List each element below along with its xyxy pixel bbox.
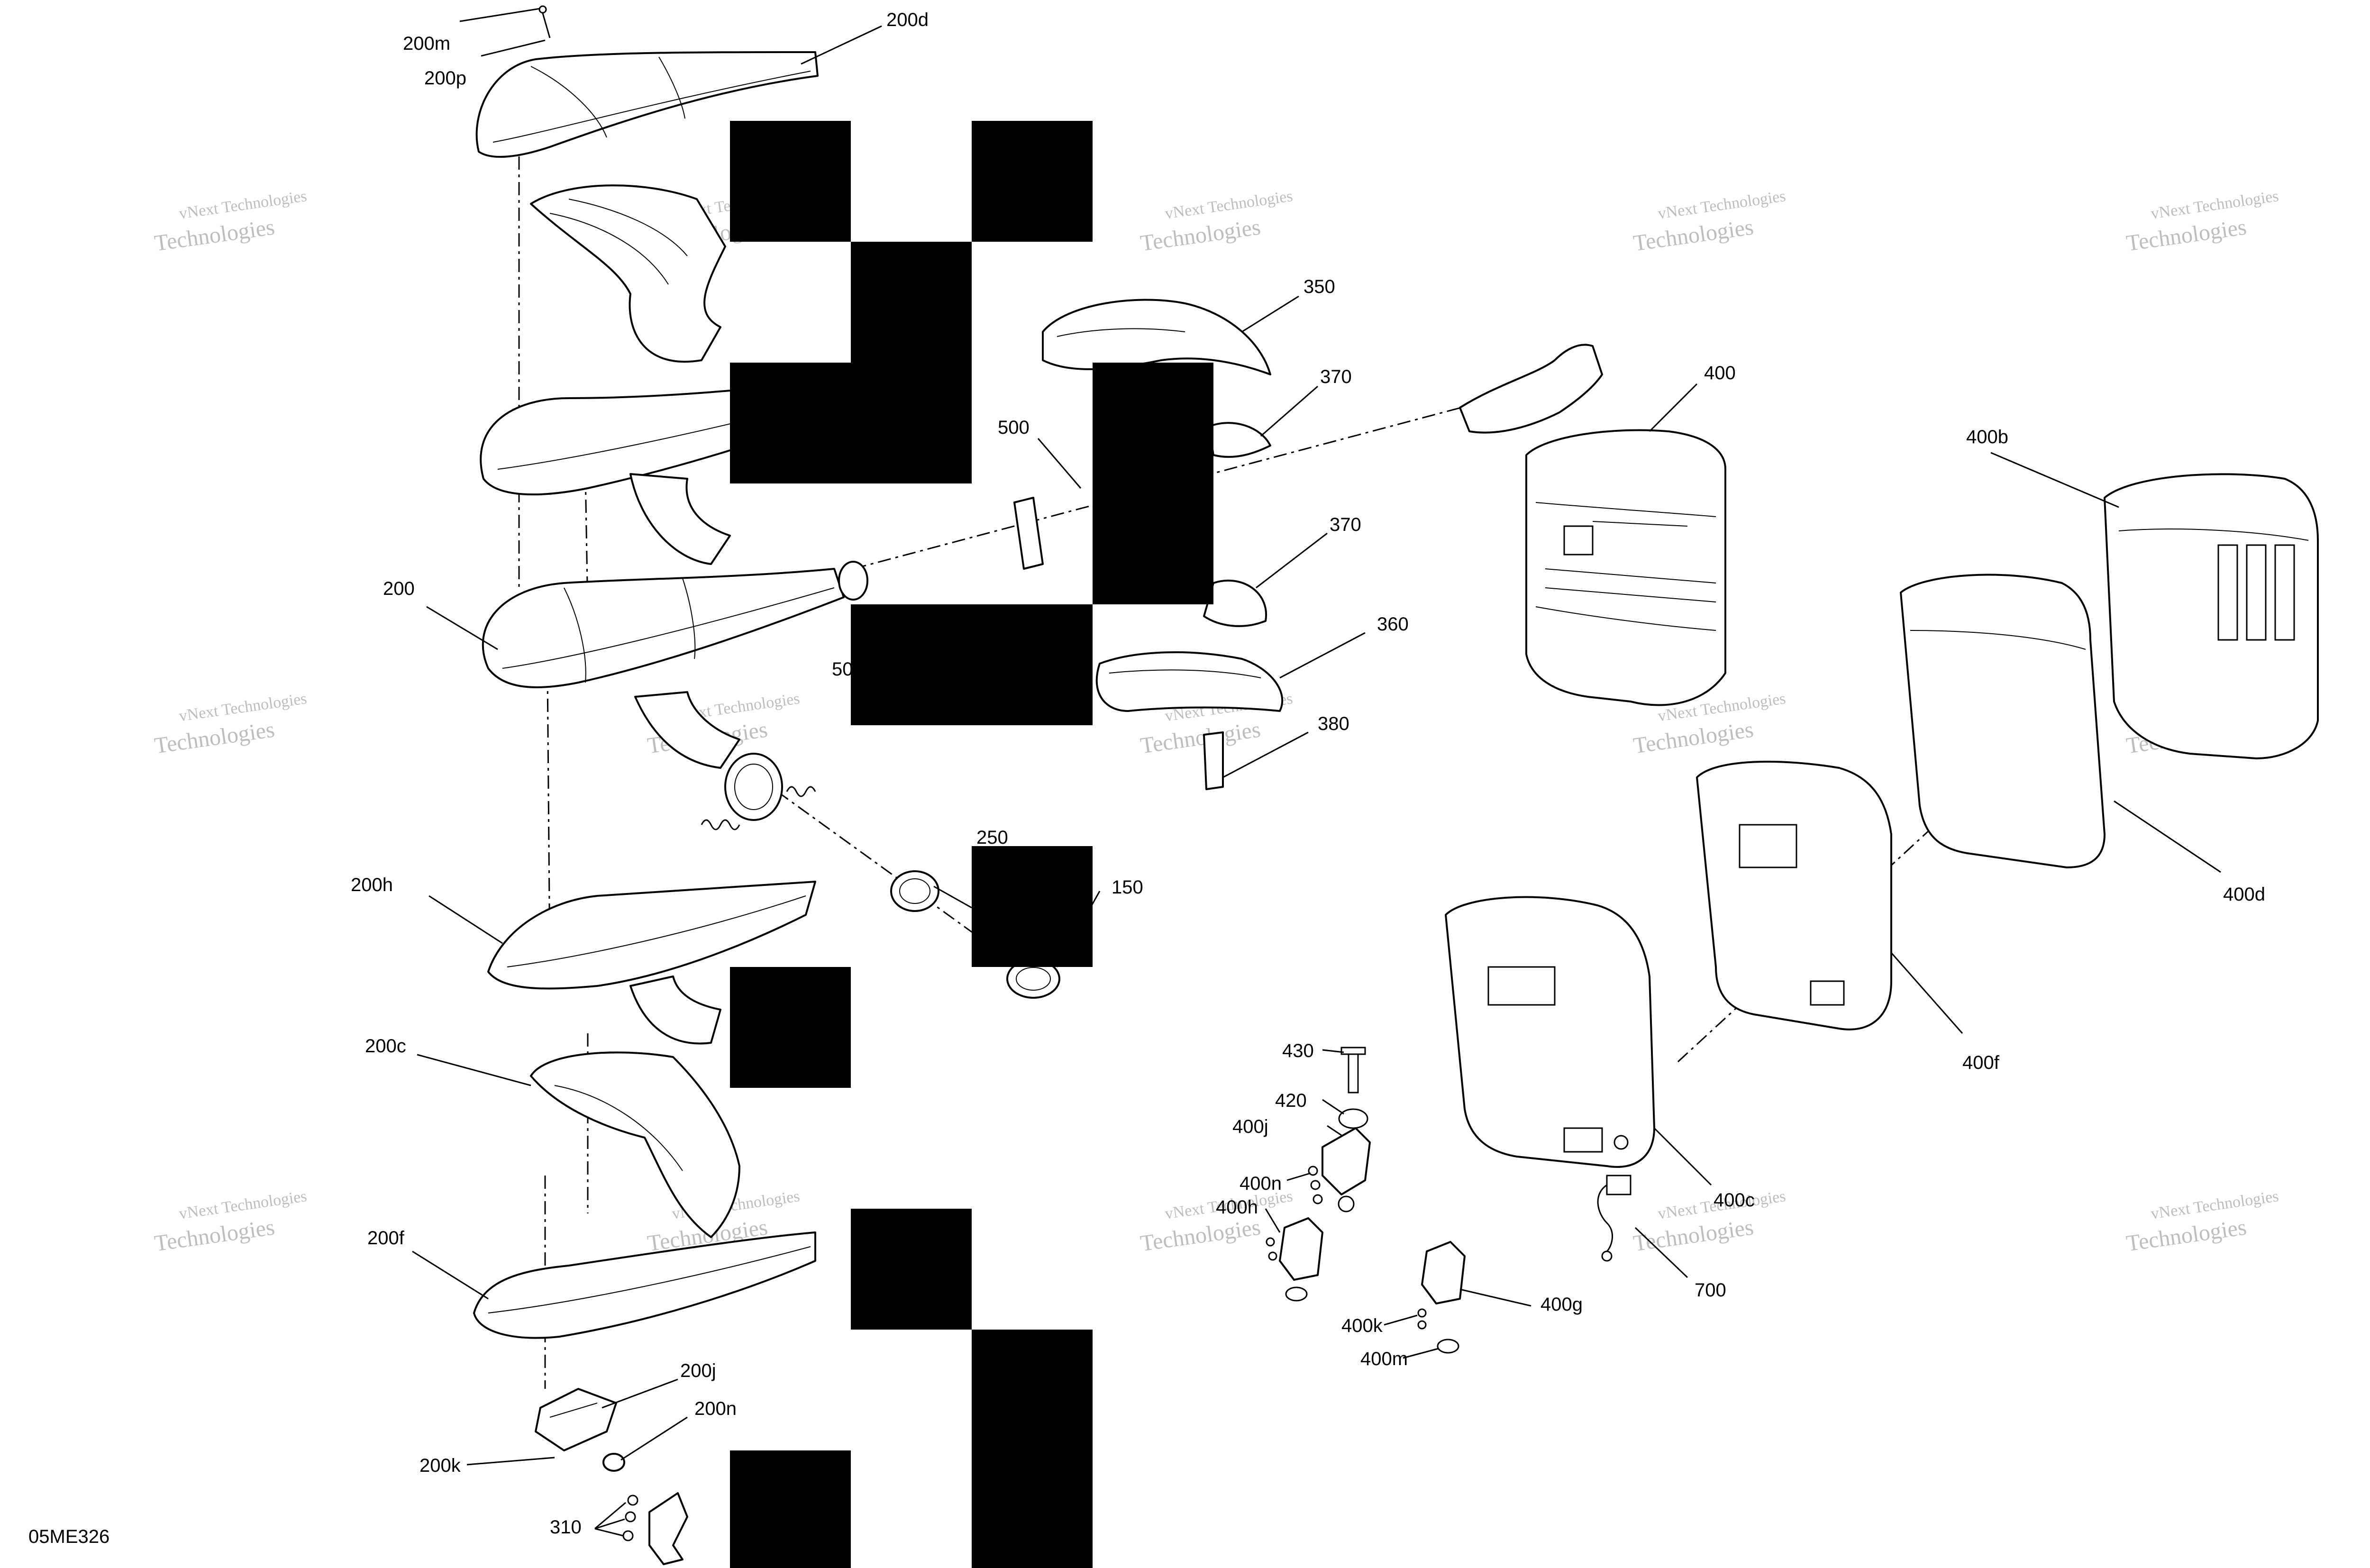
part-500-clip <box>1013 497 1044 570</box>
callout-500-lower: 50 <box>832 659 853 680</box>
watermark: vNext Technologies Technologies <box>1632 187 1787 256</box>
callout-380: 380 <box>1318 713 1349 734</box>
callout-200h: 200h <box>351 875 393 895</box>
svg-text:Technologies: Technologies <box>1139 214 1262 256</box>
svg-text:vNext Technologies: vNext Technologies <box>2150 1187 2279 1222</box>
part-inlet-flange <box>724 753 783 821</box>
callout-400b: 400b <box>1966 427 2008 447</box>
part-400j-bracket <box>1322 1127 1371 1195</box>
callout-350: 350 <box>1304 276 1335 297</box>
watermark: vNext Technologies Technologies <box>2125 187 2280 256</box>
svg-text:Technologies: Technologies <box>1139 717 1262 758</box>
svg-text:Technologies: Technologies <box>1632 717 1755 758</box>
watermark: vNext Technologies Technologies <box>2125 1187 2280 1256</box>
callout-400d: 400d <box>2223 884 2265 905</box>
part-upper-heat-shield <box>530 184 726 363</box>
part-200-expansion-chamber <box>482 561 868 769</box>
part-400d-shield <box>1900 574 2106 868</box>
callout-370-upper: 370 <box>1320 366 1352 387</box>
callout-400j: 400j <box>1232 1116 1268 1137</box>
callout-400n: 400n <box>1240 1173 1282 1194</box>
spring-pair <box>701 786 816 830</box>
svg-text:vNext Technologies: vNext Technologies <box>1164 187 1294 222</box>
callout-200p: 200p <box>424 68 466 89</box>
callout-150: 150 <box>1112 877 1143 898</box>
callout-400m: 400m <box>1360 1349 1408 1369</box>
part-250-gasket <box>890 870 939 912</box>
part-400h-bracket <box>1266 1217 1323 1302</box>
watermark: vNext Technologies Technologies <box>1632 1187 1787 1256</box>
part-370-shield-upper <box>1208 422 1271 458</box>
redaction-blocks <box>730 121 1213 1568</box>
callout-360: 360 <box>1377 614 1409 635</box>
callout-200j: 200j <box>680 1360 716 1381</box>
part-380-clip <box>1203 731 1224 790</box>
part-200c-lower-heat-shield <box>530 1051 740 1238</box>
svg-text:Technologies: Technologies <box>1632 1214 1755 1256</box>
leader-lines <box>412 8 2221 1537</box>
part-400-silencer <box>1459 344 1726 706</box>
callout-400k: 400k <box>1341 1315 1383 1336</box>
part-360-shield <box>1095 651 1284 712</box>
callout-200n: 200n <box>694 1398 737 1419</box>
callout-200c: 200c <box>365 1036 406 1057</box>
part-700-sensor <box>1597 1175 1632 1262</box>
svg-text:vNext Technologies: vNext Technologies <box>178 187 308 222</box>
svg-text:Technologies: Technologies <box>1139 1214 1262 1256</box>
callout-250: 250 <box>976 827 1008 848</box>
svg-text:Technologies: Technologies <box>1632 214 1755 256</box>
callout-200f: 200f <box>367 1228 405 1249</box>
part-400b-cover <box>2104 473 2319 759</box>
callout-370-lower: 370 <box>1330 514 1361 535</box>
part-430-bolt <box>1340 1047 1366 1094</box>
svg-text:vNext Technologies: vNext Technologies <box>2150 187 2279 222</box>
watermark: vNext Technologies Technologies <box>153 1187 308 1256</box>
callout-310: 310 <box>550 1517 582 1538</box>
watermark: vNext Technologies Technologies <box>153 690 308 758</box>
part-200h-lower-shell <box>487 881 816 1045</box>
fastener-200m <box>538 5 551 38</box>
part-370-shield-lower <box>1203 579 1267 627</box>
callout-430: 430 <box>1282 1040 1314 1061</box>
part-310-mount-bracket <box>622 1492 688 1565</box>
part-400f-shield <box>1696 760 1892 1030</box>
callout-700: 700 <box>1695 1280 1726 1301</box>
svg-text:Technologies: Technologies <box>153 717 276 758</box>
diagram-code: 05ME326 <box>28 1526 109 1547</box>
watermark: vNext Technologies Technologies <box>153 187 308 256</box>
callout-200d: 200d <box>886 9 929 30</box>
callout-500-upper: 500 <box>998 417 1030 438</box>
callout-labels: 200m 200p 200d 200 200h 200c 200f 200j 2… <box>351 9 2265 1538</box>
watermark: vNext Technologies Technologies <box>1139 187 1294 256</box>
part-200j-bracket <box>535 1388 617 1451</box>
callout-420: 420 <box>1275 1090 1307 1111</box>
part-400g-bracket <box>1417 1241 1466 1354</box>
svg-text:Technologies: Technologies <box>2125 1214 2248 1256</box>
svg-text:Technologies: Technologies <box>153 214 276 256</box>
callout-400f: 400f <box>1962 1052 2000 1073</box>
callout-400c: 400c <box>1714 1190 1755 1211</box>
callout-200k: 200k <box>419 1455 461 1476</box>
part-200f-bottom-shell <box>473 1231 816 1339</box>
callout-200m: 200m <box>403 33 450 54</box>
callout-200: 200 <box>383 578 415 599</box>
svg-text:Technologies: Technologies <box>153 1214 276 1256</box>
part-400n-nuts <box>1308 1166 1355 1212</box>
callout-400: 400 <box>1704 363 1736 383</box>
part-420-damper <box>1338 1108 1368 1129</box>
svg-text:vNext Technologies: vNext Technologies <box>178 690 308 725</box>
callout-400h: 400h <box>1216 1197 1258 1218</box>
svg-text:Technologies: Technologies <box>2125 214 2248 256</box>
part-400c-shield <box>1445 896 1655 1168</box>
svg-text:vNext Technologies: vNext Technologies <box>1657 187 1787 222</box>
callout-400g: 400g <box>1540 1294 1583 1315</box>
part-200d-upper-shell <box>475 51 819 158</box>
part-200n-grommet <box>602 1453 625 1472</box>
svg-text:vNext Technologies: vNext Technologies <box>178 1187 308 1222</box>
